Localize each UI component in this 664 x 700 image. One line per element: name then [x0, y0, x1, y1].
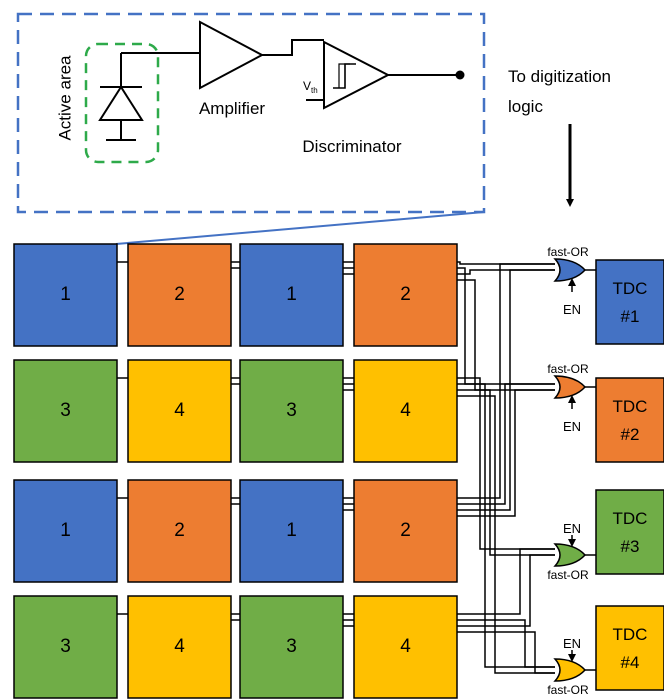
pixel-cell: 3	[239, 595, 344, 699]
tdc-name: TDC	[613, 279, 648, 298]
frontend-inset: Active area Amplifier Vth Discriminator	[16, 12, 486, 245]
amp-to-disc-wire	[262, 39, 324, 56]
fast-or-label: fast-OR	[547, 568, 589, 582]
pixel-cell: 2	[353, 243, 458, 347]
output-label-line2: logic	[508, 97, 543, 116]
photodiode-icon	[98, 53, 144, 141]
amplifier-icon	[199, 20, 265, 90]
pixel-label: 2	[400, 284, 411, 305]
fast-or-label: fast-OR	[547, 683, 589, 697]
or-gate-icon	[553, 375, 587, 399]
pixel-cell: 4	[353, 595, 458, 699]
pixel-label: 2	[174, 520, 185, 541]
discriminator-icon	[323, 40, 391, 110]
fast-or-gate: fast-OR EN	[547, 245, 596, 317]
pixel-label: 1	[286, 284, 297, 305]
pixel-cell: 4	[127, 595, 232, 699]
tdc-number: #4	[621, 653, 640, 672]
en-label: EN	[563, 419, 581, 434]
fast-or-label: fast-OR	[547, 245, 589, 259]
fast-or-gate: fast-OR EN	[547, 521, 596, 582]
inset-border	[16, 12, 486, 214]
pixel-label: 2	[400, 520, 411, 541]
pixel-label: 3	[286, 400, 297, 421]
pixel-cell: 3	[13, 359, 118, 463]
pixel-cell: 4	[127, 359, 232, 463]
pixel-cell: 2	[127, 243, 232, 347]
tdc-name: TDC	[613, 509, 648, 528]
fast-or-gate: fast-OR EN	[547, 362, 596, 434]
or-gate-icon	[553, 658, 587, 682]
active-area-box	[84, 42, 160, 164]
pixel-grid: 1 2 1 2 3 4 3 4 1 2 1 2 3 4 3 4	[13, 243, 458, 699]
vth-label: Vth	[303, 79, 318, 95]
fast-or-gates: fast-OR EN fast-OR EN fast-OR EN fast-OR EN	[547, 245, 596, 697]
pixel-label: 1	[60, 284, 71, 305]
en-label: EN	[563, 521, 581, 536]
pixel-label: 4	[174, 636, 185, 657]
pixel-cell: 4	[353, 359, 458, 463]
pixel-label: 1	[60, 520, 71, 541]
pixel-label: 2	[174, 284, 185, 305]
pixel-cell: 3	[13, 595, 118, 699]
tdc-name: TDC	[613, 625, 648, 644]
discriminator-label: Discriminator	[302, 137, 402, 156]
pixel-cell: 1	[239, 479, 344, 583]
tdc-number: #1	[621, 307, 640, 326]
amplifier-label: Amplifier	[199, 99, 265, 118]
pixel-cell: 1	[13, 243, 118, 347]
en-label: EN	[563, 302, 581, 317]
pixel-label: 3	[60, 400, 71, 421]
pixel-label: 4	[400, 400, 411, 421]
inset-connector-line	[115, 211, 485, 245]
fast-or-label: fast-OR	[547, 362, 589, 376]
pixel-cell: 2	[353, 479, 458, 583]
pixel-label: 1	[286, 520, 297, 541]
pixel-cell: 1	[239, 243, 344, 347]
or-gate-icon	[553, 543, 587, 567]
output-node	[455, 70, 465, 80]
pixel-cell: 3	[239, 359, 344, 463]
tdc-block: TDC #2	[595, 377, 664, 463]
tdc-number: #2	[621, 425, 640, 444]
pixel-label: 4	[174, 400, 185, 421]
tdc-block: TDC #1	[595, 259, 664, 345]
active-area-label: Active area	[55, 55, 74, 141]
or-gate-icon	[553, 258, 587, 282]
pixel-label: 4	[400, 636, 411, 657]
pixel-cell: 1	[13, 479, 118, 583]
tdc-block: TDC #4	[595, 605, 664, 691]
pixel-label: 3	[286, 636, 297, 657]
pixel-label: 3	[60, 636, 71, 657]
pixel-cell: 2	[127, 479, 232, 583]
output-label-line1: To digitization	[508, 67, 611, 86]
tdc-number: #3	[621, 537, 640, 556]
fast-or-gate: fast-OR EN	[547, 636, 596, 697]
tdc-name: TDC	[613, 397, 648, 416]
en-label: EN	[563, 636, 581, 651]
tdc-block: TDC #3	[595, 489, 664, 575]
